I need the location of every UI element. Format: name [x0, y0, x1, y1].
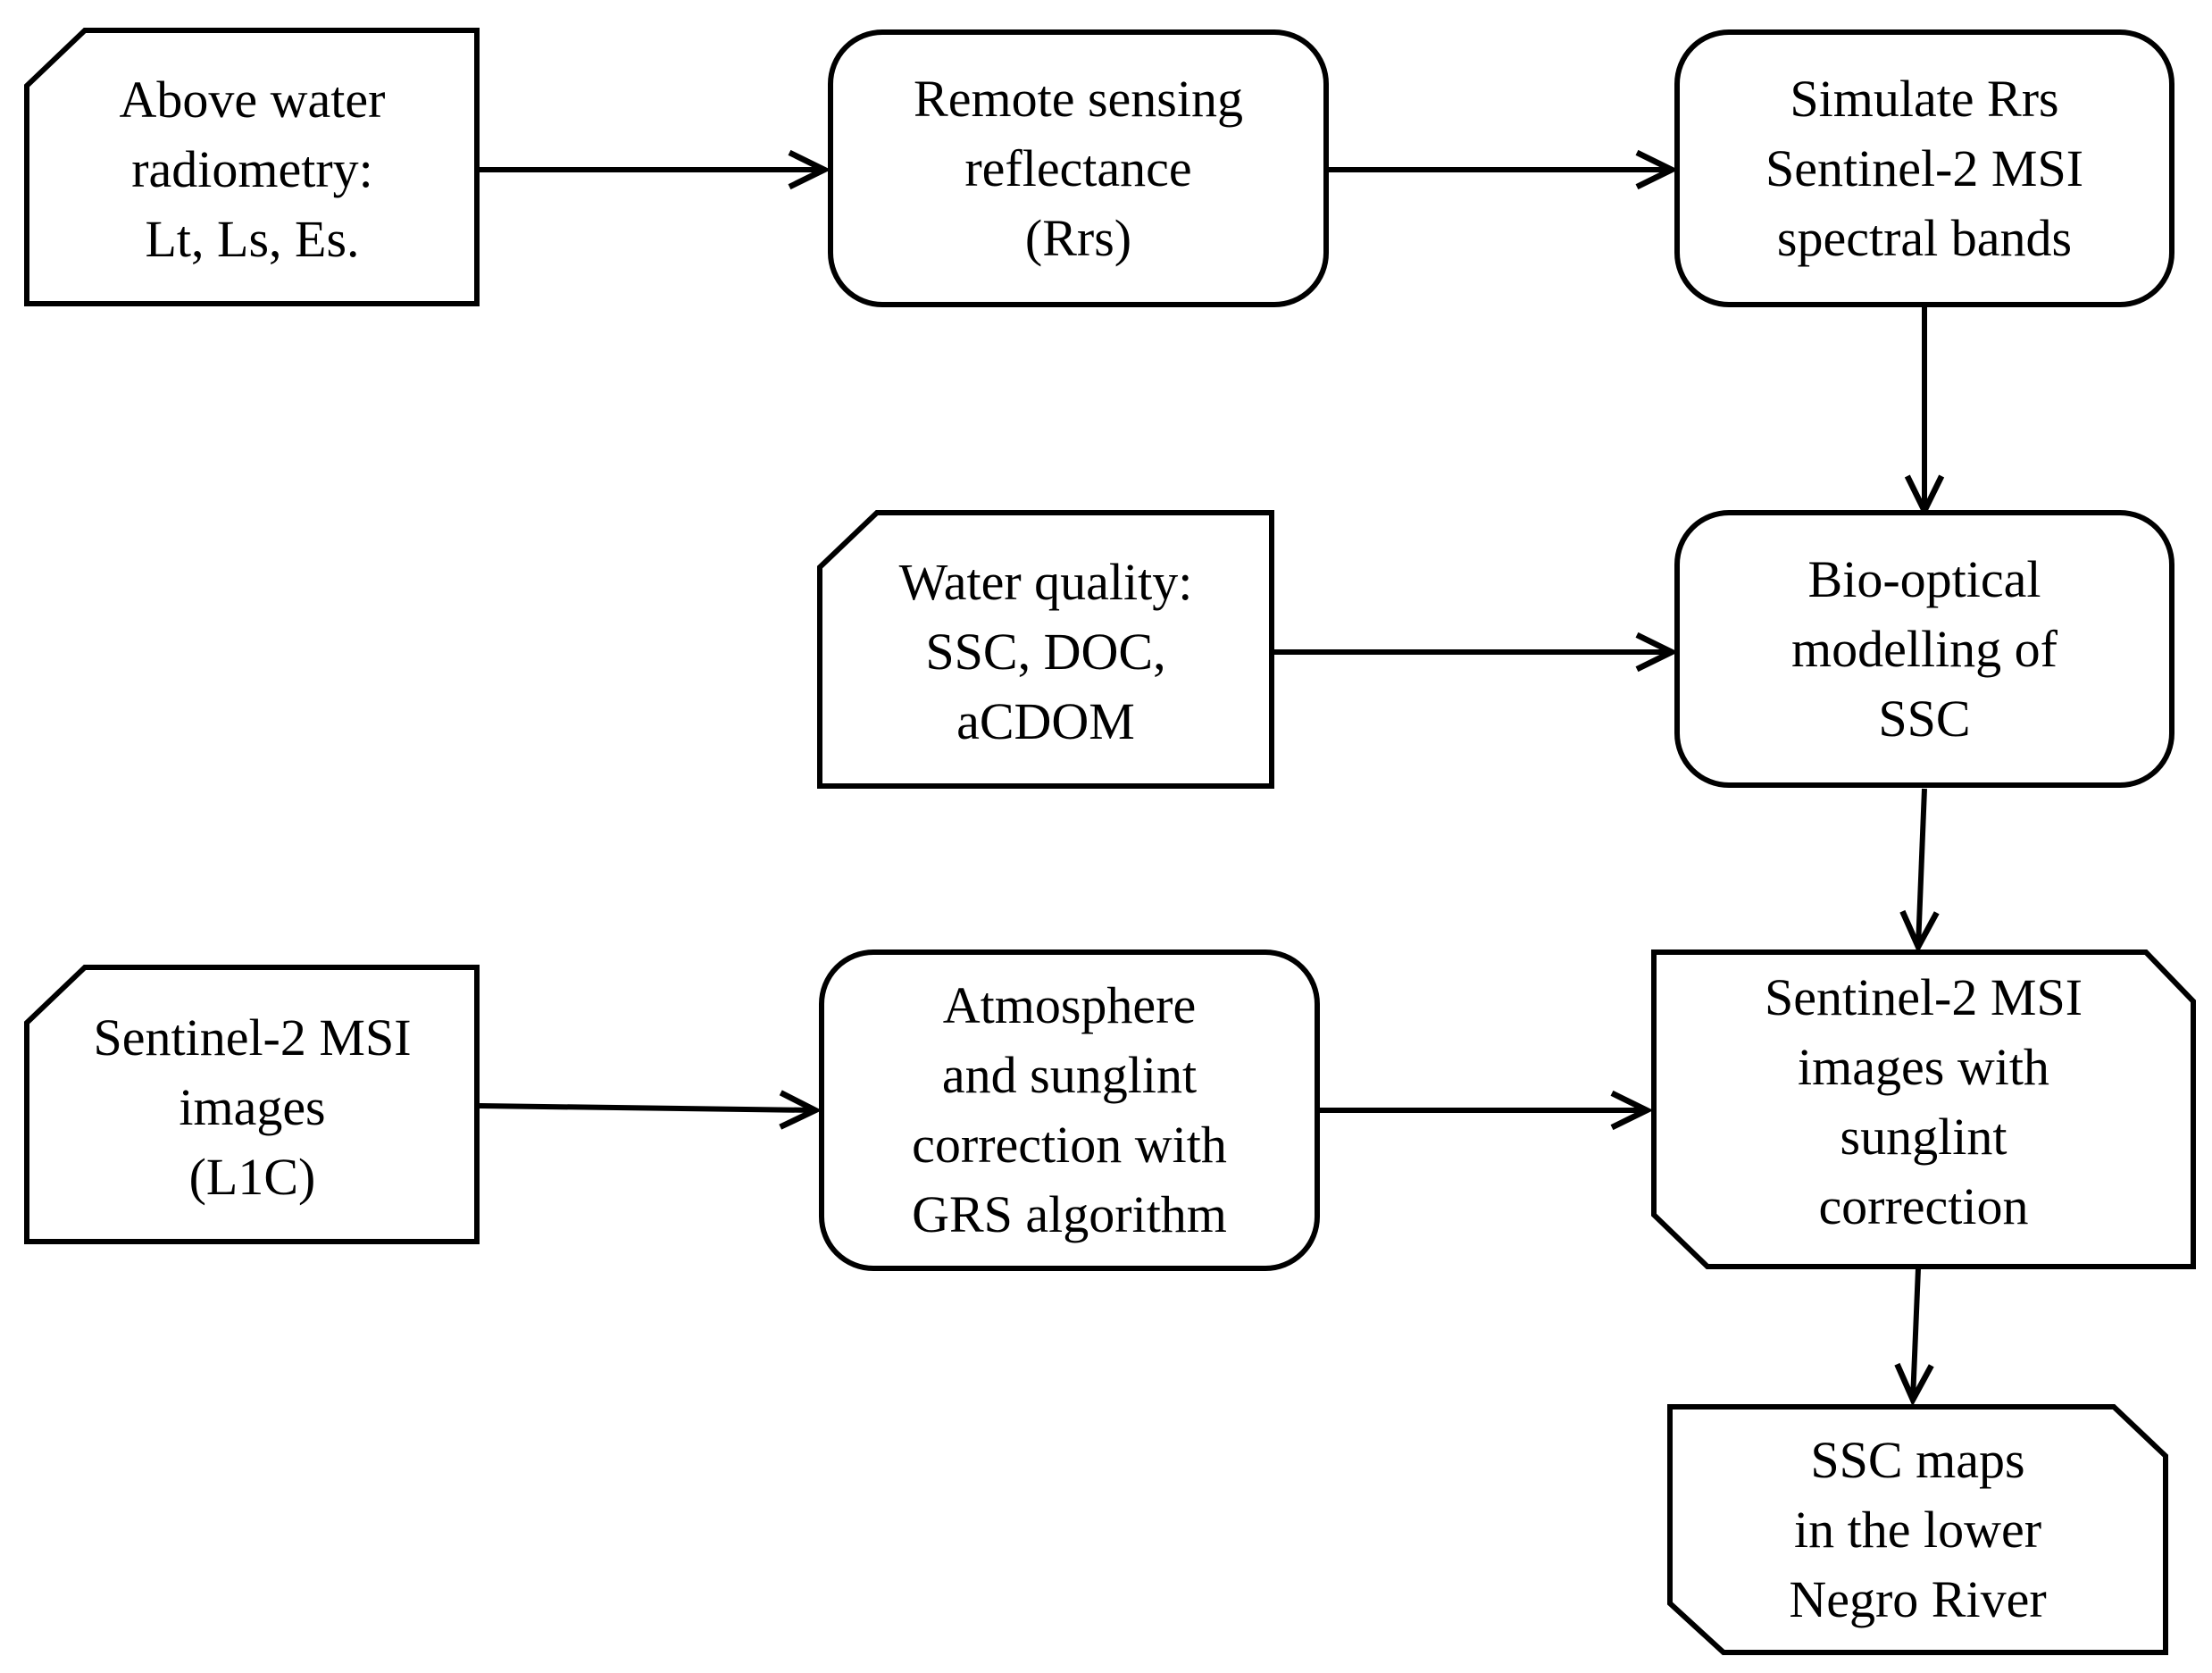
- label-line: Sentinel-2 MSI: [1764, 968, 2083, 1026]
- node-above-water: Above water radiometry: Lt, Ls, Es.: [27, 36, 478, 304]
- label-line: Lt, Ls, Es.: [145, 210, 360, 268]
- node-ssc-maps-shape: [1667, 1404, 2168, 1655]
- label-line: GRS algorithm: [912, 1185, 1227, 1243]
- label-line: Negro River: [1789, 1569, 2047, 1628]
- label-line: Remote sensing: [914, 69, 1243, 128]
- edge-s2-corrected-to-ssc-maps: [1913, 1267, 1918, 1400]
- label-line: sunglint: [1840, 1108, 2007, 1166]
- label-line: Above water: [119, 71, 386, 129]
- edge-s2-images-to-atmosphere: [479, 1106, 815, 1110]
- label-line: (L1C): [188, 1148, 316, 1206]
- node-s2-corrected-shape: [1651, 949, 2196, 1269]
- label-line: correction: [1818, 1177, 2029, 1235]
- node-s2-images: Sentinel-2 MSI images (L1C): [27, 974, 478, 1242]
- label-line: images with: [1798, 1038, 2049, 1096]
- label-line: Atmosphere: [942, 976, 1197, 1034]
- label-line: Bio-optical: [1807, 549, 2041, 608]
- label-line: SSC maps: [1810, 1430, 2025, 1489]
- node-ssc-maps: SSC maps in the lower Negro River: [1670, 1407, 2166, 1652]
- label-line: correction with: [912, 1116, 1227, 1174]
- label-line: SSC, DOC,: [925, 623, 1166, 681]
- label-line: aCDOM: [956, 692, 1135, 750]
- label-line: radiometry:: [131, 140, 373, 198]
- label-line: (Rrs): [1024, 208, 1132, 267]
- node-atmosphere: Atmosphere and sunglint correction with …: [822, 952, 1317, 1268]
- node-water-quality: Water quality: SSC, DOC, aCDOM: [820, 518, 1272, 786]
- label-line: SSC: [1878, 689, 1971, 748]
- label-line: Water quality:: [898, 553, 1193, 611]
- node-water-quality-shape: [817, 510, 1274, 789]
- node-rrs-shape: [828, 29, 1329, 307]
- label-line: reflectance: [964, 138, 1192, 197]
- node-bio-optical: Bio-optical modelling of SSC: [1677, 513, 2172, 785]
- label-line: images: [179, 1078, 326, 1136]
- node-above-water-shape: [24, 28, 480, 306]
- label-line: modelling of: [1790, 619, 2058, 678]
- label-line: spectral bands: [1776, 208, 2073, 267]
- label-line: Sentinel-2 MSI: [1765, 138, 2084, 197]
- node-atmosphere-shape: [819, 949, 1320, 1271]
- edge-bio-optical-to-s2-corrected: [1918, 788, 1924, 947]
- node-bio-optical-shape: [1674, 510, 2174, 788]
- node-simulate: Simulate Rrs Sentinel-2 MSI spectral ban…: [1677, 32, 2172, 305]
- label-line: and sunglint: [941, 1046, 1198, 1104]
- node-s2-images-shape: [24, 965, 480, 1244]
- label-line: Sentinel-2 MSI: [93, 1008, 412, 1067]
- node-simulate-shape: [1674, 29, 2174, 307]
- label-line: in the lower: [1793, 1500, 2042, 1559]
- node-rrs: Remote sensing reflectance (Rrs): [831, 32, 1326, 305]
- node-s2-corrected: Sentinel-2 MSI images with sunglint corr…: [1654, 938, 2193, 1267]
- label-line: Simulate Rrs: [1790, 69, 2059, 128]
